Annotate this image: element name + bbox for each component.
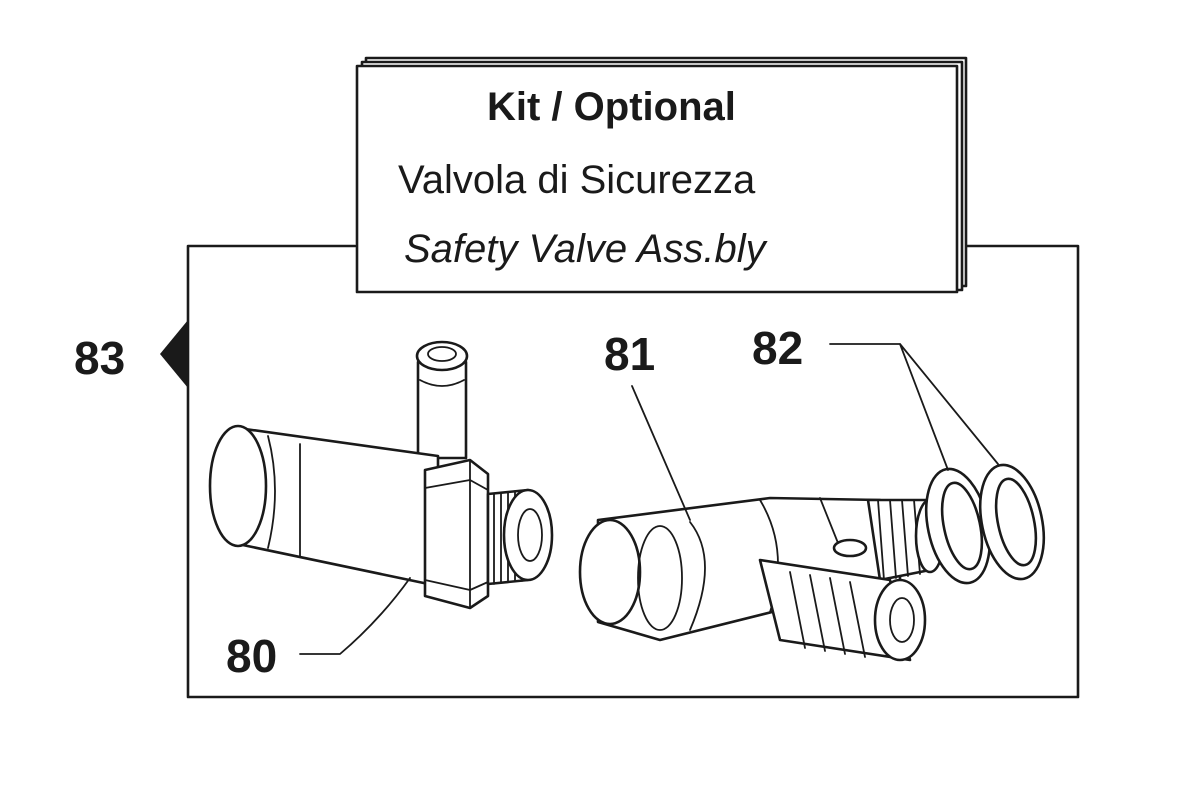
leader-82 <box>829 343 999 471</box>
part-82-o-rings <box>924 463 1046 585</box>
leader-81 <box>631 385 691 521</box>
callout-82: 82 <box>752 322 803 374</box>
callout-83: 83 <box>74 332 125 384</box>
kit-frame <box>186 244 1080 699</box>
kit-name-english: Safety Valve Ass.bly <box>404 227 769 271</box>
leader-80 <box>299 577 411 655</box>
kit-title: Kit / Optional <box>487 85 736 129</box>
part-80-valve-body <box>208 340 554 610</box>
kit-name-italian: Valvola di Sicurezza <box>398 158 756 202</box>
kit-ref-arrow <box>160 320 188 388</box>
kit-title-card: Kit / Optional Valvola di Sicurezza Safe… <box>355 56 968 294</box>
callout-80: 80 <box>226 630 277 682</box>
callout-81: 81 <box>604 328 655 380</box>
part-81-fitting <box>578 496 946 662</box>
